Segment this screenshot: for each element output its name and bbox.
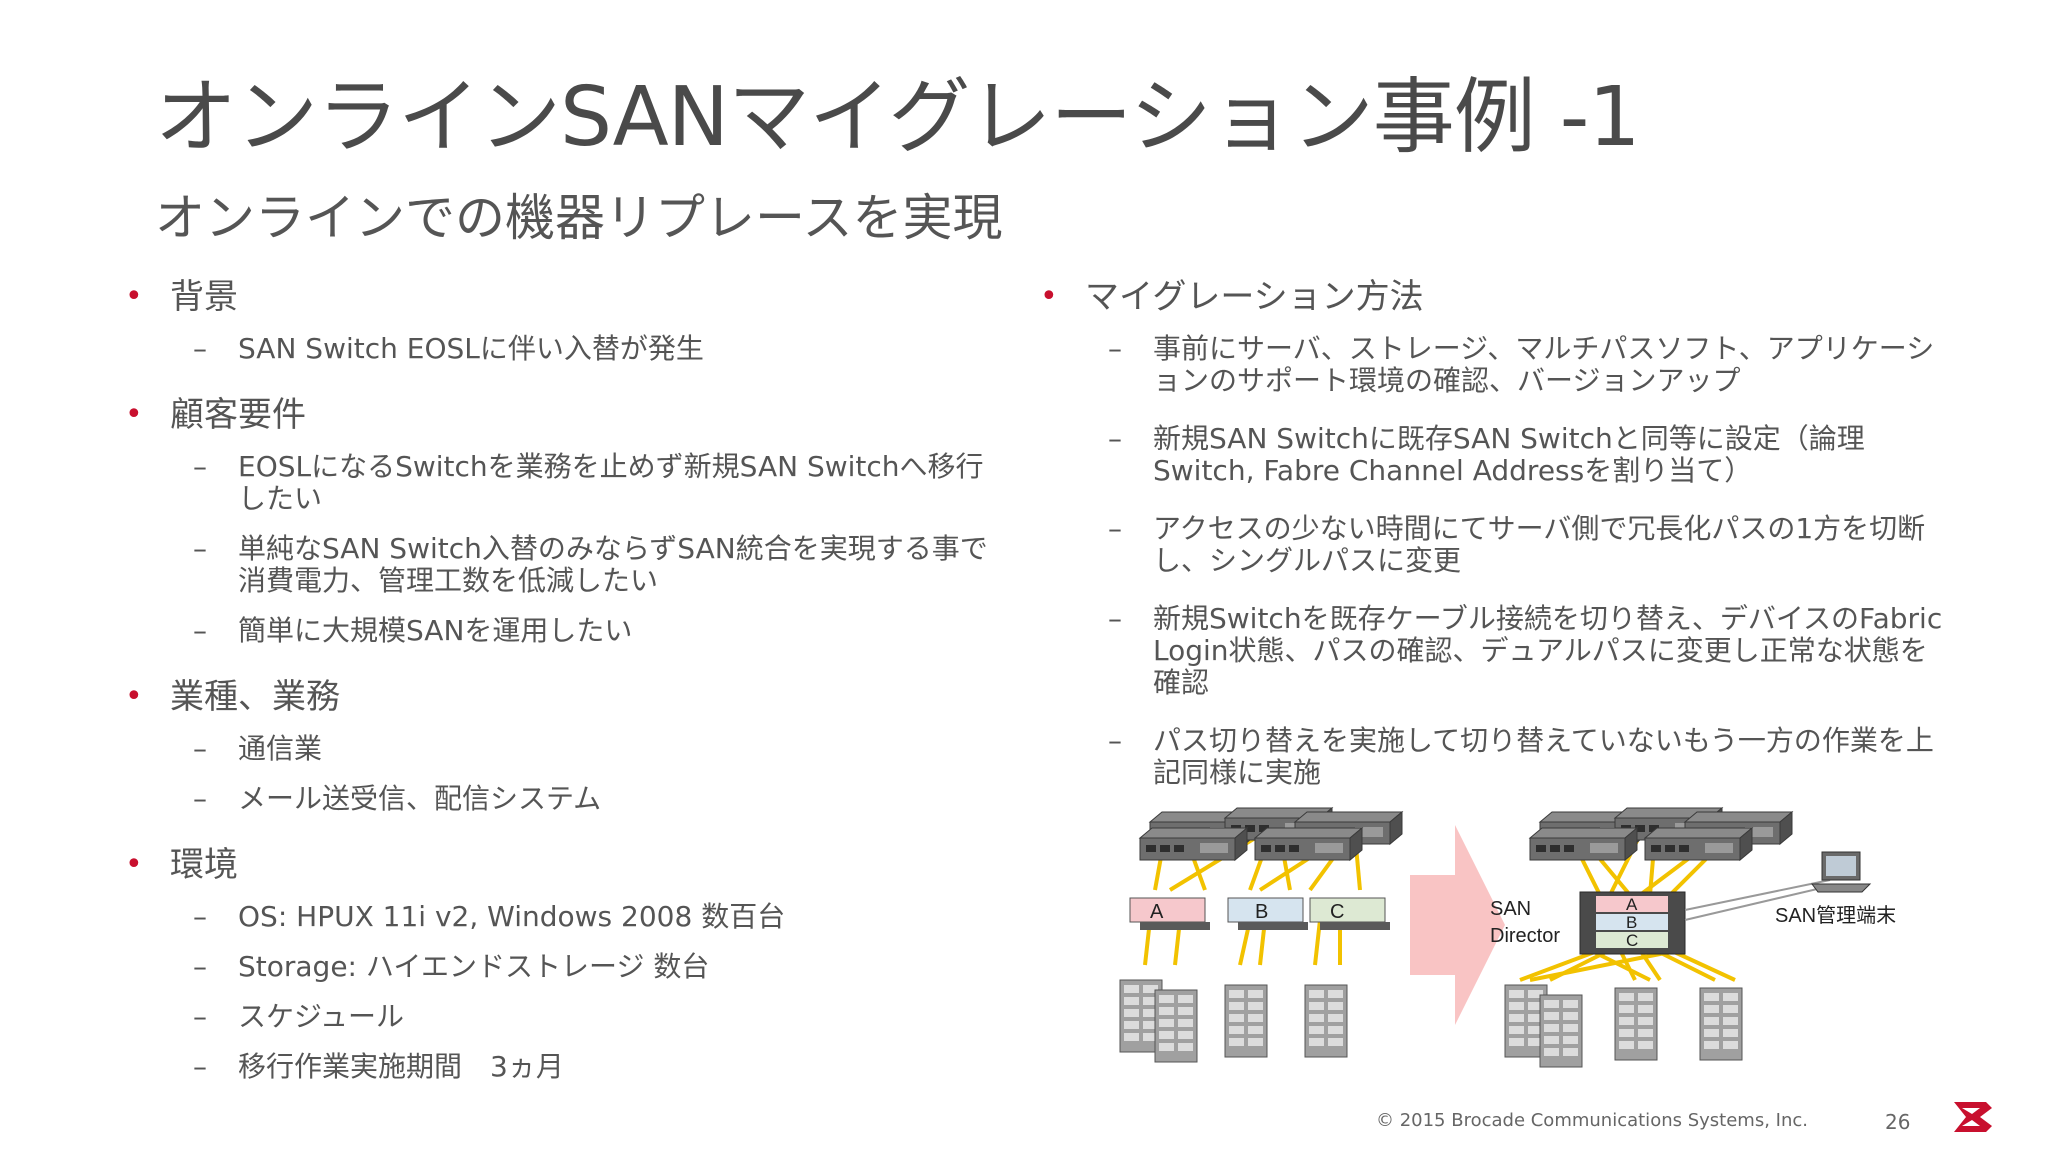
bullet-heading: マイグレーション方法 (1035, 275, 1955, 319)
sub-item: 新規SAN Switchに既存SAN Switchと同等に設定（論理Switch… (1035, 423, 1955, 487)
server-icon (1644, 827, 1753, 861)
director-zone-c (1596, 932, 1668, 948)
switch-b (1227, 897, 1304, 923)
storage-icon (1699, 987, 1743, 1061)
server-icon (1139, 827, 1248, 861)
sub-item: 新規Switchを既存ケーブル接続を切り替え、デバイスのFabric Login… (1035, 603, 1955, 699)
server-icon (1529, 827, 1638, 861)
sub-item: 通信業 (120, 733, 1000, 766)
sub-item: 事前にサーバ、ストレージ、マルチパスソフト、アプリケーションのサポート環境の確認… (1035, 333, 1955, 397)
sub-item: 単純なSAN Switch入替のみならずSAN統合を実現する事で消費電力、管理工… (120, 533, 1000, 597)
mgmt-link (1684, 879, 1831, 911)
sub-item: Storage: ハイエンドストレージ 数台 (120, 951, 1000, 984)
director-a-label: A (1626, 895, 1638, 914)
switch-a (1129, 897, 1206, 923)
left-column: 背景 SAN Switch EOSLに伴い入替が発生 顧客要件 EOSLになるS… (120, 275, 1000, 1111)
switch-c (1309, 897, 1386, 923)
director-zone-a (1596, 896, 1668, 912)
sub-item: アクセスの少ない時間にてサーバ側で冗長化パスの1方を切断し、シングルパスに変更 (1035, 513, 1955, 577)
bullet-group-industry: 業種、業務 通信業 メール送受信、配信システム (120, 675, 1000, 815)
brocade-b-logo-icon (1954, 1102, 1992, 1132)
director-zone-b (1596, 914, 1668, 930)
sub-item: 移行作業実施期間 3ヵ月 (120, 1051, 1000, 1084)
sub-item: SAN Switch EOSLに伴い入替が発生 (120, 333, 1000, 366)
sub-item: パス切り替えを実施して切り替えていないもう一方の作業を上記同様に実施 (1035, 725, 1955, 789)
bullet-group-environment: 環境 OS: HPUX 11i v2, Windows 2008 数百台 Sto… (120, 843, 1000, 1083)
bullet-heading: 業種、業務 (120, 675, 1000, 719)
page-number: 26 (1885, 1110, 1911, 1134)
storage-icon (1154, 989, 1198, 1063)
storage-icon (1304, 984, 1348, 1058)
page-title: オンラインSANマイグレーション事例 -1 (155, 70, 1641, 165)
director-label-2: Director (1490, 925, 1560, 947)
switch-c-base (1320, 922, 1390, 930)
migration-arrow-icon (1410, 825, 1505, 1025)
switch-a-base (1140, 922, 1210, 930)
bullet-group-requirements: 顧客要件 EOSLになるSwitchを業務を止めず新規SAN Switchへ移行… (120, 393, 1000, 647)
storage-icon (1224, 984, 1268, 1058)
copyright-footer: © 2015 Brocade Communications Systems, I… (1375, 1110, 1808, 1131)
sub-item: メール送受信、配信システム (120, 783, 1000, 816)
mgmt-link (1684, 885, 1831, 921)
sub-item: OS: HPUX 11i v2, Windows 2008 数百台 (120, 901, 1000, 934)
storage-icon (1614, 987, 1658, 1061)
switch-b-base (1238, 922, 1308, 930)
server-icon (1254, 827, 1363, 861)
director-b-label: B (1626, 913, 1637, 932)
switch-b-label: B (1255, 901, 1268, 923)
laptop-base (1811, 883, 1872, 893)
sub-item: スケジュール (120, 1001, 1000, 1034)
director-c-label: C (1626, 931, 1638, 950)
bullet-heading: 背景 (120, 275, 1000, 319)
migration-diagram: A B C A (1119, 807, 1896, 1068)
bullet-group-background: 背景 SAN Switch EOSLに伴い入替が発生 (120, 275, 1000, 365)
switch-a-label: A (1150, 901, 1164, 923)
bullet-heading: 環境 (120, 843, 1000, 887)
right-column: マイグレーション方法 事前にサーバ、ストレージ、マルチパスソフト、アプリケーショ… (1035, 275, 1955, 815)
sub-item: EOSLになるSwitchを業務を止めず新規SAN Switchへ移行したい (120, 451, 1000, 515)
bullet-heading: 顧客要件 (120, 393, 1000, 437)
laptop-screen (1826, 856, 1856, 876)
mgmt-label: SAN管理端末 (1775, 904, 1896, 927)
sub-item: 簡単に大規模SANを運用したい (120, 615, 1000, 648)
page-subtitle: オンラインでの機器リプレースを実現 (155, 189, 1003, 247)
director-label-1: SAN (1490, 898, 1531, 920)
storage-icon (1539, 994, 1583, 1068)
switch-c-label: C (1330, 901, 1344, 923)
